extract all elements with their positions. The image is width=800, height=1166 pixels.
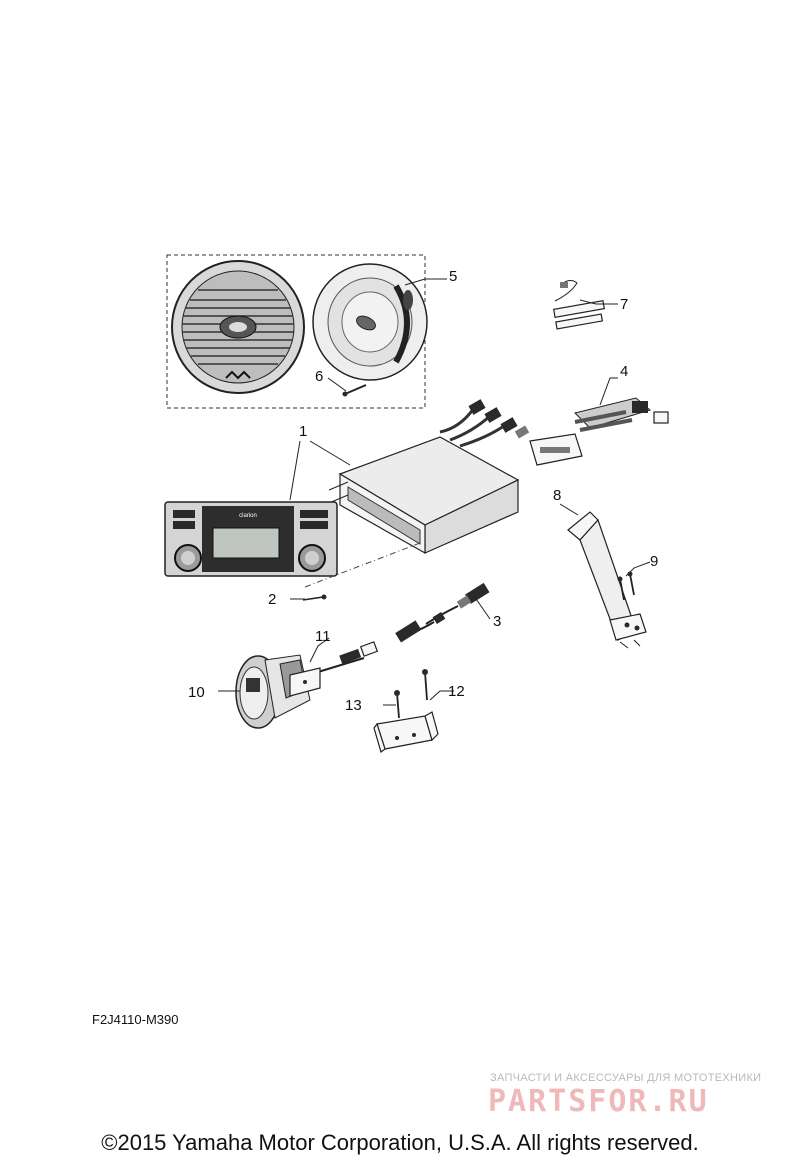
stereo-chassis xyxy=(328,436,520,555)
wire-harness-7 xyxy=(552,280,606,330)
drawing-code: F2J4110-M390 xyxy=(92,1012,179,1027)
callout-12: 12 xyxy=(448,683,465,700)
callout-1: 1 xyxy=(299,423,307,440)
speaker-kit-box xyxy=(166,254,426,409)
watermark-tagline: ЗАПЧАСТИ И АКСЕССУАРЫ ДЛЯ МОТОТЕХНИКИ xyxy=(490,1072,762,1084)
copyright-notice: ©2015 Yamaha Motor Corporation, U.S.A. A… xyxy=(101,1130,699,1155)
callout-7: 7 xyxy=(620,296,628,313)
speaker-driver xyxy=(312,263,428,381)
callout-10: 10 xyxy=(188,684,205,701)
callout-4: 4 xyxy=(620,363,628,380)
callout-2: 2 xyxy=(268,591,276,608)
callout-5: 5 xyxy=(449,268,457,285)
extension-cable-3 xyxy=(395,582,490,643)
callout-13: 13 xyxy=(345,697,362,714)
screw-13 xyxy=(394,690,400,719)
watermark-logo: PARTSFOR.RU xyxy=(488,1084,709,1119)
screw-6 xyxy=(342,384,367,397)
faceplate-brand: clarion xyxy=(239,513,257,519)
bracket-12 xyxy=(373,711,439,753)
screws-9 xyxy=(617,571,635,601)
bracket-11 xyxy=(289,667,321,697)
harness-adapter-4 xyxy=(529,397,669,466)
leader-lines xyxy=(218,278,651,706)
callout-8: 8 xyxy=(553,487,561,504)
callout-11: 11 xyxy=(315,628,331,645)
rca-leads xyxy=(439,399,530,448)
callout-9: 9 xyxy=(650,553,658,570)
bracket-8 xyxy=(567,511,647,649)
screw-12 xyxy=(422,669,428,701)
callout-3: 3 xyxy=(493,613,501,630)
callout-6: 6 xyxy=(315,368,323,385)
speaker-grille xyxy=(171,260,305,394)
screw-2 xyxy=(302,594,327,601)
stereo-faceplate: clarion xyxy=(164,501,338,577)
remote-cable xyxy=(317,641,379,673)
alignment-line xyxy=(304,542,421,588)
remote-display-10 xyxy=(235,654,311,729)
